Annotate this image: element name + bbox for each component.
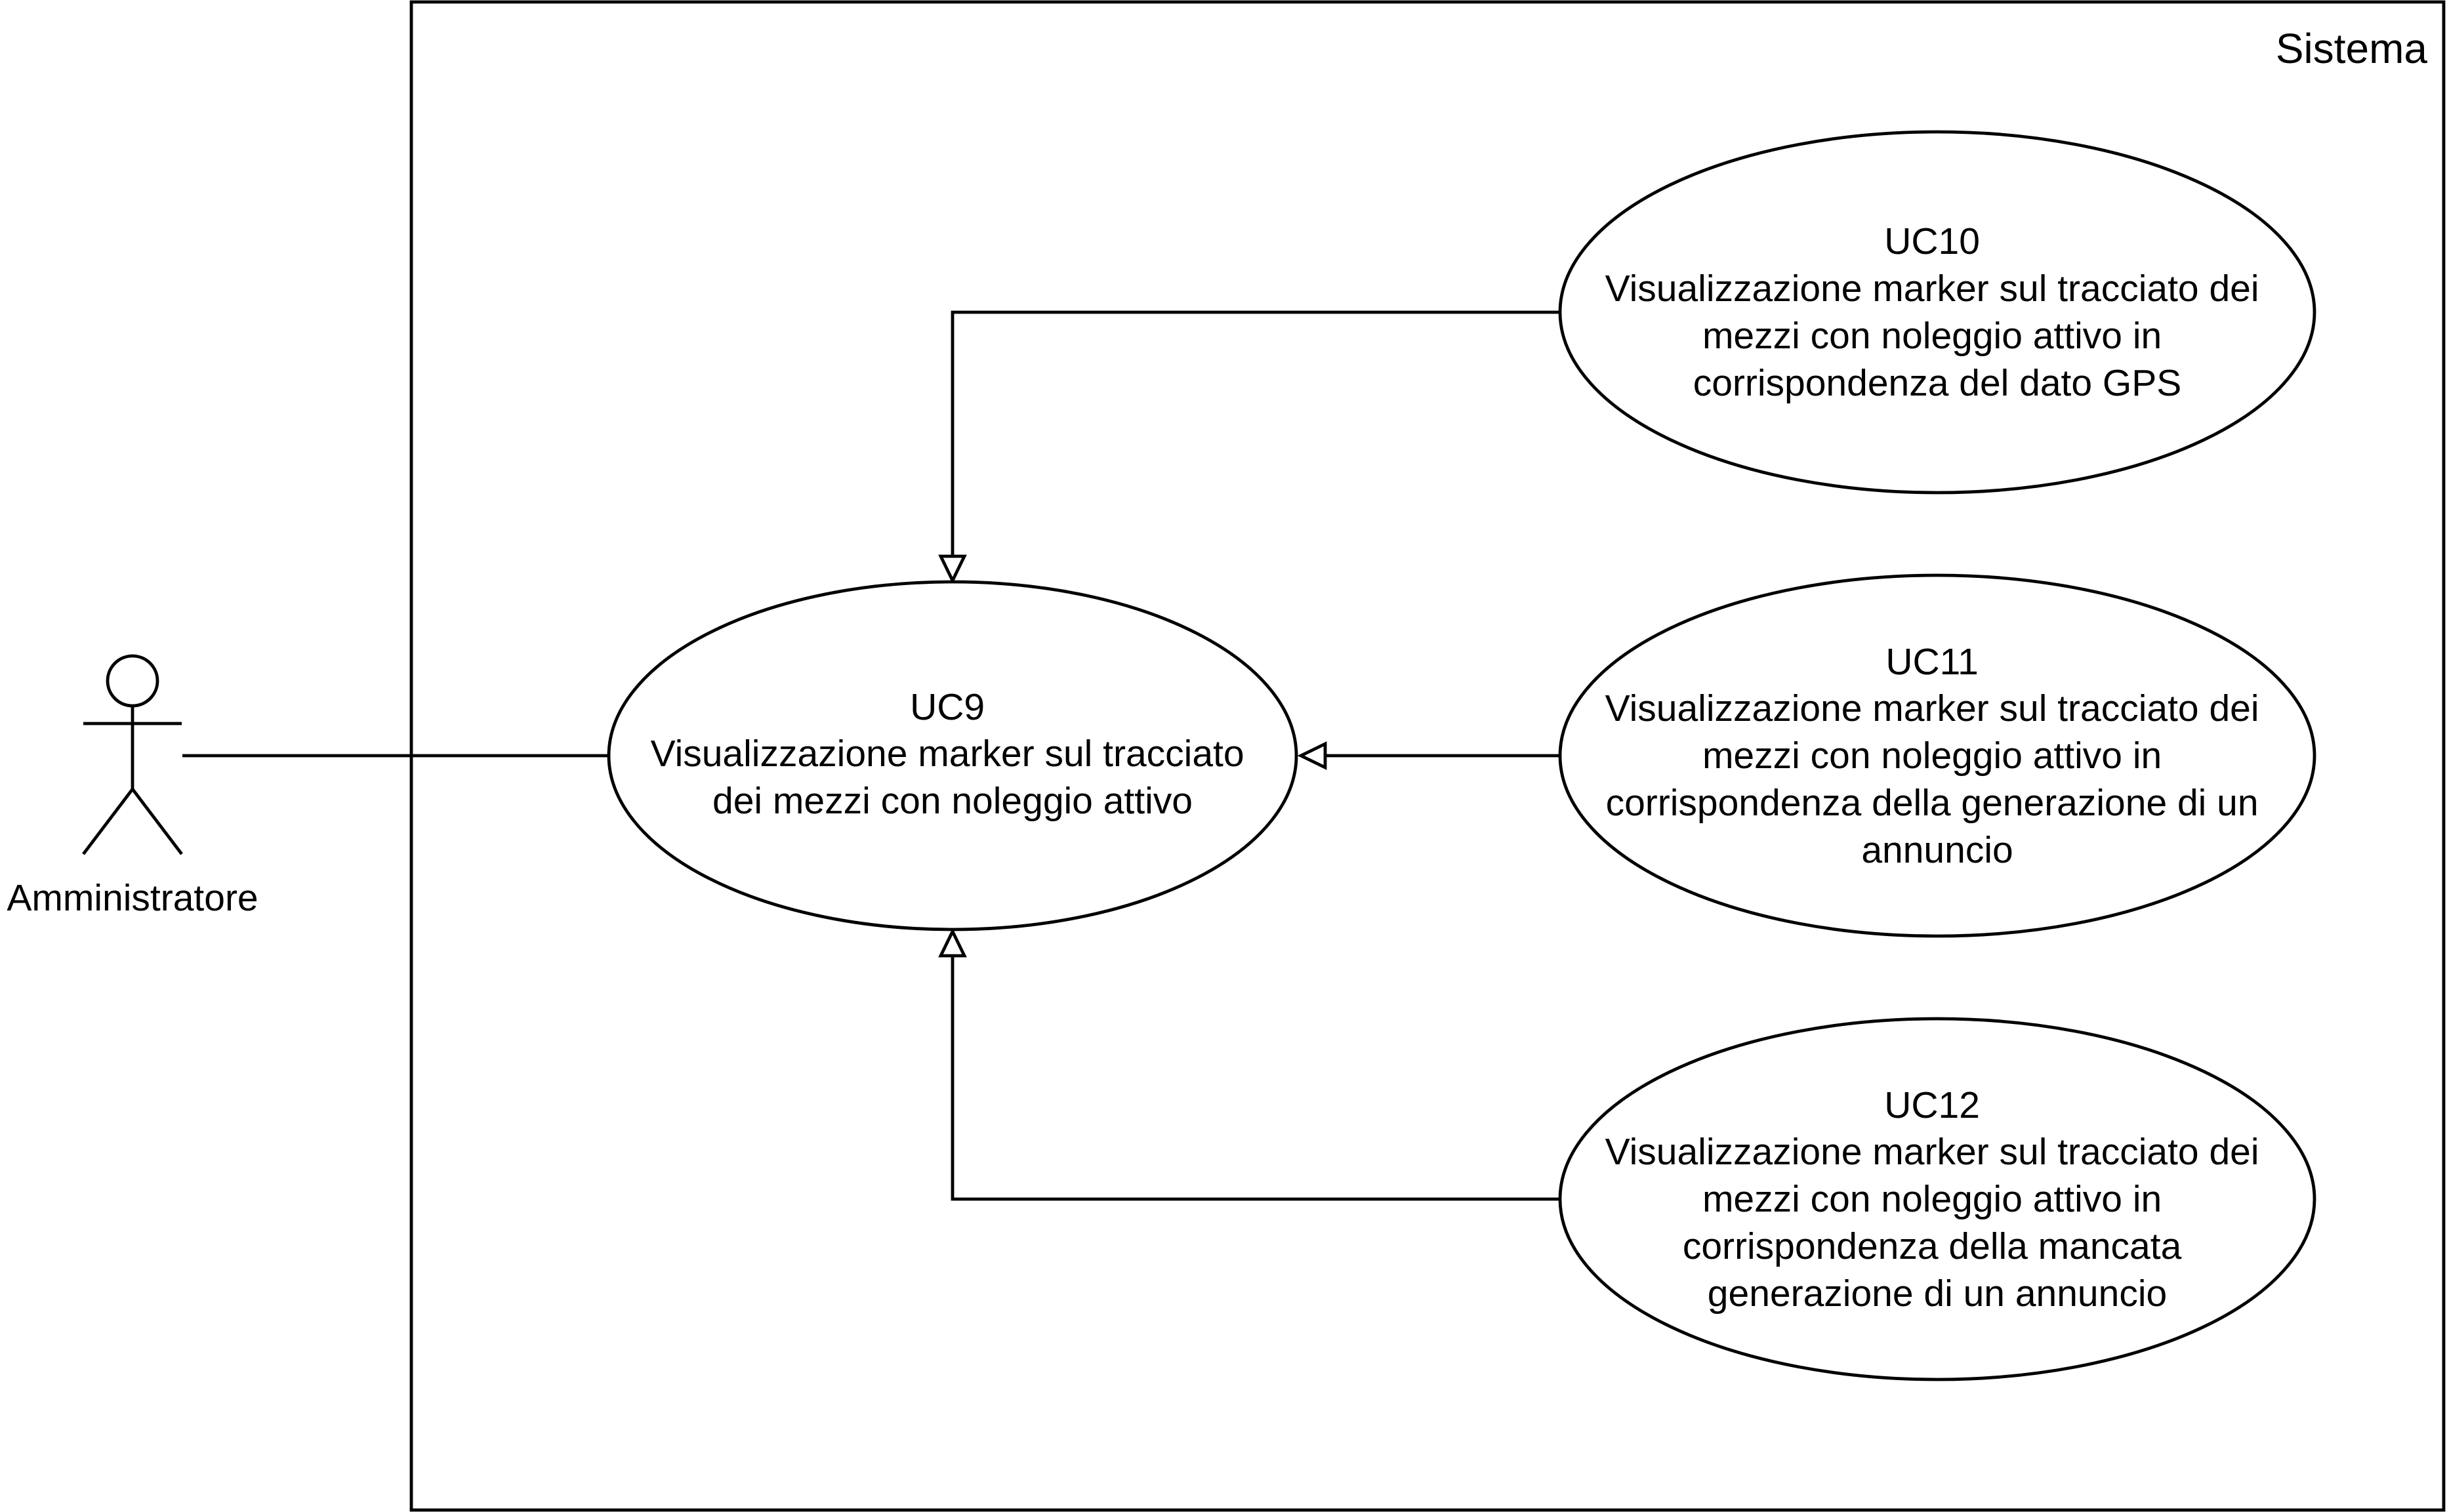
use-case-uc11-line: corrispondenza della generazione di un: [1606, 782, 2259, 824]
use-case-uc12-line: Visualizzazione marker sul tracciato dei: [1605, 1131, 2259, 1173]
use-case-uc12-line: mezzi con noleggio attivo in: [1702, 1178, 2162, 1220]
generalization-arrowhead-uc11: [1297, 741, 1327, 770]
use-case-uc11-text: UC11 Visualizzazione marker sul tracciat…: [1605, 641, 2270, 871]
generalization-arrowhead-uc10: [938, 554, 967, 584]
use-case-uc10-id: UC10: [1884, 220, 1980, 262]
use-case-uc9-text: UC9 Visualizzazione marker sul tracciato…: [651, 686, 1255, 822]
use-case-uc9-line: Visualizzazione marker sul tracciato: [651, 733, 1244, 775]
use-case-uc10-ellipse: [1558, 130, 2316, 495]
generalization-uc10-to-uc9: [951, 310, 1559, 558]
actor-left-leg: [82, 788, 134, 855]
use-case-uc12: UC12 Visualizzazione marker sul tracciat…: [1558, 1017, 2316, 1381]
actor-right-leg: [131, 788, 183, 855]
use-case-uc11-line: annuncio: [1861, 829, 2013, 871]
use-case-uc12-ellipse: [1558, 1017, 2316, 1381]
actor-label: Amministratore: [7, 877, 258, 919]
use-case-uc12-text: UC12 Visualizzazione marker sul tracciat…: [1605, 1084, 2270, 1315]
generalization-uc12-to-uc9: [951, 954, 1559, 1201]
use-case-uc10-line: mezzi con noleggio attivo in: [1702, 315, 2162, 357]
use-case-uc10: UC10 Visualizzazione marker sul tracciat…: [1558, 130, 2316, 495]
use-case-uc9-ellipse: [607, 580, 1298, 931]
use-case-uc9-id: UC9: [910, 686, 985, 728]
actor-head: [106, 654, 159, 708]
use-case-uc11-line: Visualizzazione marker sul tracciato dei: [1605, 687, 2259, 729]
system-title: Sistema: [2276, 25, 2428, 72]
use-case-uc11-ellipse: [1558, 573, 2316, 938]
use-case-uc10-line: corrispondenza del dato GPS: [1693, 362, 2182, 404]
use-case-uc11-line: mezzi con noleggio attivo in: [1702, 735, 2162, 777]
use-case-uc12-id: UC12: [1884, 1084, 1980, 1126]
use-case-uc11: UC11 Visualizzazione marker sul tracciat…: [1558, 573, 2316, 938]
generalization-arrowhead-uc12: [938, 928, 967, 958]
use-case-uc11-id: UC11: [1885, 641, 1979, 683]
use-case-uc10-text: UC10 Visualizzazione marker sul tracciat…: [1605, 220, 2270, 404]
use-case-uc12-line: generazione di un annuncio: [1708, 1273, 2167, 1315]
use-case-uc9: UC9 Visualizzazione marker sul tracciato…: [607, 580, 1298, 931]
use-case-uc12-line: corrispondenza della mancata: [1683, 1225, 2182, 1267]
use-case-uc9-line: dei mezzi con noleggio attivo: [712, 780, 1193, 822]
use-case-uc10-line: Visualizzazione marker sul tracciato dei: [1605, 268, 2259, 310]
actor-amministratore: Amministratore: [7, 654, 258, 919]
